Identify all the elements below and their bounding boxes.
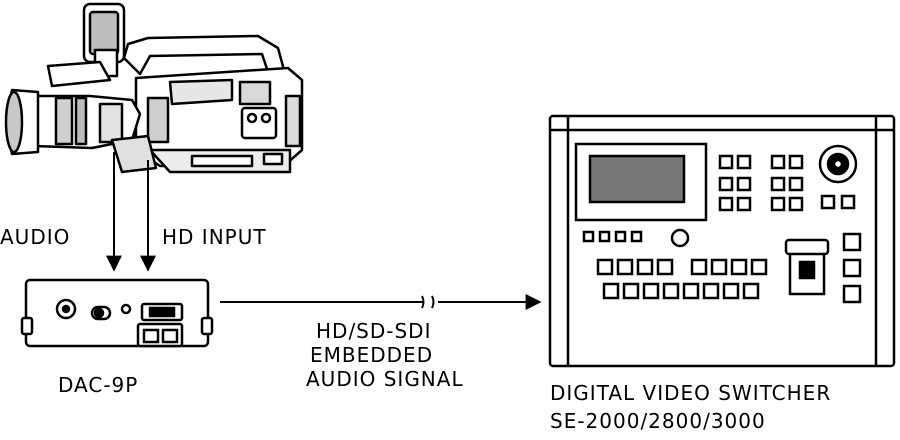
video-switcher-icon [548, 114, 896, 368]
converter-box-icon [20, 278, 214, 348]
signal-label-line-3: AUDIO SIGNAL [306, 367, 464, 391]
signal-label-line-1: HD/SD-SDI [316, 319, 431, 343]
camcorder-icon [4, 2, 304, 174]
audio-label: AUDIO [0, 225, 70, 249]
signal-line [220, 294, 542, 310]
hd-input-label: HD INPUT [162, 225, 267, 249]
dac-label: DAC-9P [58, 373, 138, 397]
switcher-title: DIGITAL VIDEO SWITCHER [550, 381, 831, 405]
signal-label-line-2: EMBEDDED [310, 343, 433, 367]
switcher-model: SE-2000/2800/3000 [550, 409, 766, 433]
